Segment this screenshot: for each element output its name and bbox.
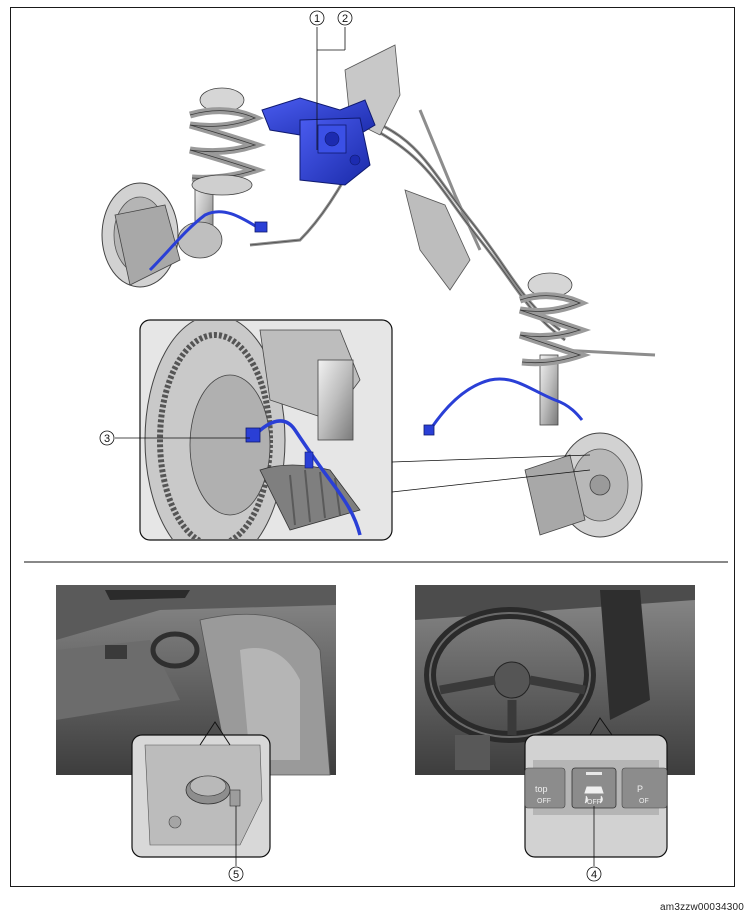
callout-3-circle	[99, 430, 115, 446]
right-strut-assembly	[518, 272, 592, 426]
callout-4-label: 4	[591, 869, 597, 881]
wheel-sensor-zoom-inset	[139, 319, 393, 541]
steering-wheel-view: top OFF OFF P OF 4	[415, 585, 695, 882]
dsc-off-car-skid-icon	[584, 786, 604, 804]
right-switch-label: P	[637, 784, 643, 794]
dsc-off-switch-sub: OFF	[587, 799, 601, 806]
frame-bracket-lower	[404, 189, 471, 291]
callout-2-circle	[337, 10, 353, 26]
image-code: am3zzw00034300	[660, 902, 744, 913]
dsc-hu-cm-assembly	[261, 97, 376, 186]
interior-console-view: 5	[56, 585, 336, 882]
callout-4-circle	[586, 866, 602, 882]
right-switch-sub: OF	[639, 798, 649, 805]
left-harness-connector	[254, 221, 268, 233]
callout-1-label: 1	[314, 13, 320, 25]
brake-system-overview: 1 2 3	[99, 10, 656, 541]
callout-5-label: 5	[233, 869, 239, 881]
right-harness-connector	[423, 424, 435, 436]
left-wheel-sensor-harness	[148, 210, 263, 272]
zoom-connector-lower	[391, 469, 591, 493]
console-switch-target	[229, 789, 241, 807]
callout-3-label: 3	[104, 433, 110, 445]
right-wheel-sensor-harness	[428, 377, 584, 431]
left-switch-label: top	[535, 784, 548, 794]
right-switch-button	[621, 767, 668, 809]
left-switch-sub: OFF	[537, 798, 551, 805]
left-switch-button	[524, 767, 566, 809]
callout-2-label: 2	[342, 13, 348, 25]
callout-5-circle	[228, 866, 244, 882]
right-brake-assembly	[524, 432, 643, 538]
inset-wheel-speed-sensor	[245, 427, 261, 443]
callout-1-circle	[309, 10, 325, 26]
zoom-connector-upper	[391, 454, 591, 463]
